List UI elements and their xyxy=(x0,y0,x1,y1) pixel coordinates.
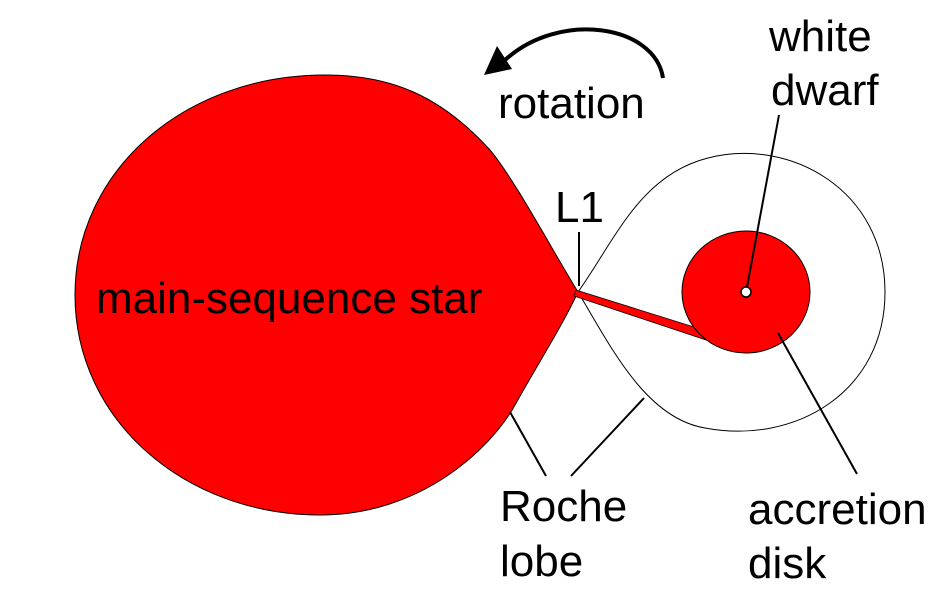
l1-label: L1 xyxy=(555,183,604,232)
rotation-arrow-icon xyxy=(484,27,665,79)
roche-lobe-label-line2: lobe xyxy=(500,537,583,586)
accretion-disk-label-line1: accretion xyxy=(748,485,927,534)
white-dwarf-label-line1: white xyxy=(768,12,872,61)
white-dwarf-pointer xyxy=(746,114,780,288)
roche-lobe-pointer-right xyxy=(570,397,645,477)
white-dwarf-label-line2: dwarf xyxy=(771,66,879,115)
main-sequence-star-label: main-sequence star xyxy=(96,274,482,323)
main-sequence-star xyxy=(74,74,579,516)
accretion-disk-pointer xyxy=(777,332,858,475)
accretion-disk-label-line2: disk xyxy=(748,539,827,588)
rotation-label: rotation xyxy=(498,79,645,128)
roche-lobe-pointer-left xyxy=(509,411,547,477)
white-dwarf xyxy=(740,286,752,298)
roche-lobe-label-line1: Roche xyxy=(500,482,627,531)
white-dwarf-roche-lobe xyxy=(577,153,886,432)
